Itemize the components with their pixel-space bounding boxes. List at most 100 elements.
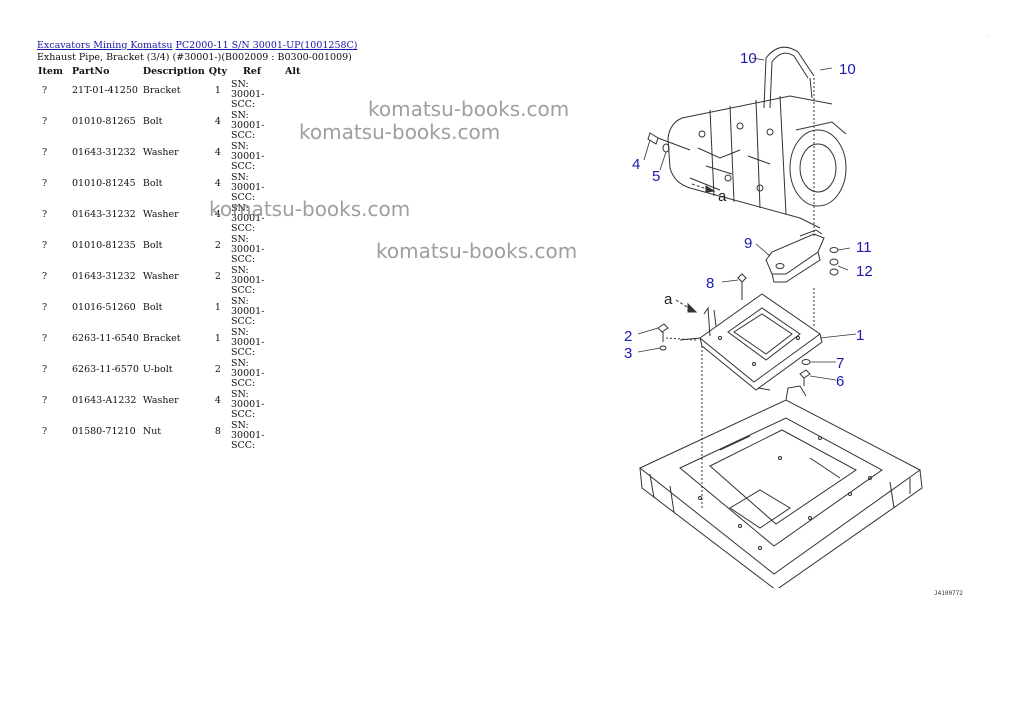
cell-description: Washer bbox=[142, 271, 179, 282]
figure-code: J4100772 bbox=[934, 590, 963, 597]
cell-alt bbox=[283, 173, 309, 204]
cell-qty: 1 bbox=[214, 302, 221, 313]
cell-qty: 2 bbox=[214, 364, 221, 375]
cell-item: ? bbox=[42, 364, 48, 375]
cell-partno: 6263-11-6570 bbox=[72, 364, 139, 375]
cell-item: ? bbox=[42, 333, 48, 344]
cell-qty: 4 bbox=[214, 116, 221, 127]
callout-label: 3 bbox=[624, 345, 632, 362]
breadcrumb-link-model[interactable]: PC2000-11 S/N 30001-UP(1001258C) bbox=[175, 40, 358, 51]
callout-label: 4 bbox=[632, 156, 640, 173]
cell-ref: SN: 30001-SCC: bbox=[230, 327, 265, 358]
callout-label: 10 bbox=[740, 50, 757, 67]
cell-ref: SN: 30001-SCC: bbox=[230, 79, 265, 110]
table-header-row: Item PartNo Description Qty Ref Alt bbox=[36, 66, 309, 80]
cell-partno: 01010-81245 bbox=[72, 178, 136, 189]
callout-label: 11 bbox=[856, 239, 872, 256]
column-header-item: Item bbox=[38, 66, 63, 77]
callout-label: a bbox=[718, 188, 727, 205]
cell-description: U-bolt bbox=[142, 364, 173, 375]
cell-qty: 2 bbox=[214, 240, 221, 251]
cell-partno: 01643-31232 bbox=[72, 271, 136, 282]
cell-alt bbox=[283, 235, 309, 266]
callout-label: 12 bbox=[856, 263, 873, 280]
cell-description: Bolt bbox=[142, 178, 163, 189]
breadcrumb: Excavators Mining Komatsu PC2000-11 S/N … bbox=[37, 40, 358, 51]
breadcrumb-link-category[interactable]: Excavators Mining Komatsu bbox=[37, 40, 173, 51]
column-header-description: Description bbox=[142, 66, 205, 77]
cell-ref: SN: 30001-SCC: bbox=[230, 420, 265, 451]
cell-item: ? bbox=[42, 178, 48, 189]
watermark: komatsu-books.com bbox=[299, 120, 501, 144]
cell-qty: 4 bbox=[214, 147, 221, 158]
cell-ref: SN: 30001-SCC: bbox=[230, 358, 265, 389]
column-header-partno: PartNo bbox=[72, 66, 110, 77]
watermark: komatsu-books.com bbox=[368, 97, 570, 121]
cell-description: Washer bbox=[142, 209, 179, 220]
callout-label: 5 bbox=[652, 168, 660, 185]
cell-partno: 01016-51260 bbox=[72, 302, 136, 313]
revolving-frame-drawing bbox=[639, 385, 923, 588]
bolt-washer-drawing bbox=[647, 132, 721, 191]
cell-qty: 4 bbox=[214, 395, 221, 406]
corner-mark: · bbox=[986, 34, 988, 41]
cell-partno: 01580-71210 bbox=[72, 426, 136, 437]
cell-item: ? bbox=[42, 147, 48, 158]
cell-alt bbox=[283, 328, 309, 359]
callout-label: 6 bbox=[836, 373, 844, 390]
callout-label: 2 bbox=[624, 328, 632, 345]
table-row: ? 01643-A1232 Washer 4 SN: 30001-SCC: bbox=[36, 390, 309, 421]
callout-label: 10 bbox=[839, 61, 856, 78]
cell-description: Bracket bbox=[142, 333, 181, 344]
cell-ref: SN: 30001-SCC: bbox=[230, 265, 265, 296]
cell-item: ? bbox=[42, 85, 48, 96]
cell-item: ? bbox=[42, 271, 48, 282]
muffler-drawing bbox=[667, 95, 847, 229]
cell-qty: 8 bbox=[214, 426, 221, 437]
cell-ref: SN: 30001-SCC: bbox=[230, 203, 265, 234]
watermark: komatsu-books.com bbox=[376, 239, 578, 263]
cell-description: Bolt bbox=[142, 116, 163, 127]
cell-ref: SN: 30001-SCC: bbox=[230, 172, 265, 203]
cell-qty: 1 bbox=[214, 333, 221, 344]
cell-ref: SN: 30001-SCC: bbox=[230, 389, 265, 420]
cell-alt bbox=[283, 390, 309, 421]
column-header-qty: Qty bbox=[208, 66, 227, 77]
cell-alt bbox=[283, 80, 309, 111]
cell-partno: 01643-A1232 bbox=[72, 395, 137, 406]
cell-ref: SN: 30001-SCC: bbox=[230, 141, 265, 172]
cell-alt bbox=[283, 204, 309, 235]
cell-description: Bolt bbox=[142, 302, 163, 313]
cell-alt bbox=[283, 111, 309, 142]
base-plate-drawing bbox=[679, 293, 823, 391]
callout-label: 9 bbox=[744, 235, 752, 252]
cell-item: ? bbox=[42, 240, 48, 251]
u-bolt-drawing bbox=[763, 46, 815, 109]
cell-description: Bracket bbox=[142, 85, 181, 96]
cell-item: ? bbox=[42, 395, 48, 406]
cell-alt bbox=[283, 266, 309, 297]
callout-label: 8 bbox=[706, 275, 714, 292]
cell-description: Washer bbox=[142, 395, 179, 406]
cell-ref: SN: 30001-SCC: bbox=[230, 234, 265, 265]
cell-ref: SN: 30001-SCC: bbox=[230, 296, 265, 327]
cell-description: Washer bbox=[142, 147, 179, 158]
cell-item: ? bbox=[42, 209, 48, 220]
cell-description: Nut bbox=[142, 426, 162, 437]
cell-partno: 6263-11-6540 bbox=[72, 333, 139, 344]
cell-alt bbox=[283, 421, 309, 452]
callout-label: 7 bbox=[836, 355, 844, 372]
cell-description: Bolt bbox=[142, 240, 163, 251]
cell-ref: SN: 30001-SCC: bbox=[230, 110, 265, 141]
